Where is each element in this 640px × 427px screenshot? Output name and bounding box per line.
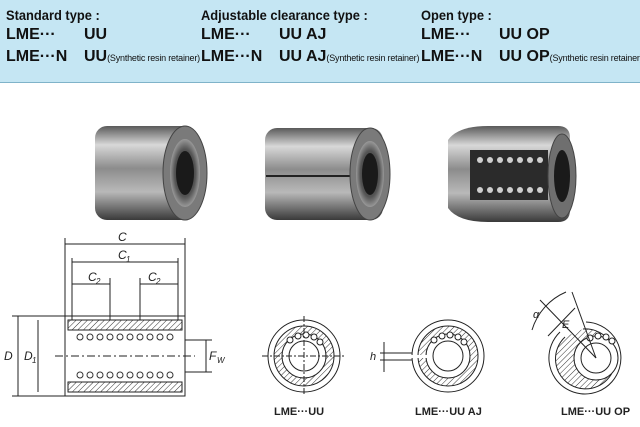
- adjustable-n-model: LME···N: [201, 48, 263, 65]
- open-model: LME···: [421, 26, 471, 43]
- standard-type-title: Standard type :: [6, 7, 100, 23]
- open-n-model: LME···N: [421, 48, 483, 65]
- dim-alpha: α: [533, 309, 540, 321]
- adjustable-n-suffix: UU AJ: [279, 48, 327, 65]
- side-section-drawing: [12, 238, 212, 397]
- dim-d: D: [4, 349, 13, 363]
- adjustable-bearing-photo: [265, 127, 391, 221]
- dim-c1: C: [118, 248, 127, 262]
- adjustable-note: (Synthetic resin retainer): [326, 53, 420, 63]
- dim-c2-left-sub: 2: [95, 277, 101, 286]
- dim-c: C: [118, 230, 127, 244]
- standard-model: LME···: [6, 26, 56, 43]
- adjustable-type-title: Adjustable clearance type :: [201, 7, 368, 23]
- standard-suffix: UU: [84, 26, 108, 43]
- dim-c2-right-sub: 2: [155, 277, 161, 286]
- standard-n-model: LME···N: [6, 48, 68, 65]
- end-view-uu-aj: [380, 319, 485, 393]
- open-row: LME··· UU OP: [421, 24, 640, 46]
- dim-d1: D: [24, 349, 33, 363]
- open-n-row: LME···N UU OP(Synthetic resin retainer): [421, 46, 640, 69]
- dim-e: E: [562, 319, 570, 331]
- dim-fw: F: [209, 349, 217, 363]
- caption-uu-op: LME···UU OP: [561, 406, 631, 418]
- dim-c1-sub: 1: [126, 255, 130, 264]
- end-view-uu-op: [531, 291, 622, 395]
- dim-fw-sub: W: [217, 356, 226, 365]
- open-suffix: UU OP: [499, 26, 550, 43]
- standard-note: (Synthetic resin retainer): [107, 53, 200, 63]
- standard-n-suffix: UU: [84, 48, 108, 65]
- dim-c2-left: C: [88, 270, 97, 284]
- standard-row: LME··· UU: [6, 24, 200, 46]
- open-bearing-photo: [448, 126, 577, 222]
- adjustable-model: LME···: [201, 26, 251, 43]
- standard-n-row: LME···N UU(Synthetic resin retainer): [6, 46, 200, 69]
- dim-d1-sub: 1: [32, 356, 36, 365]
- open-note: (Synthetic resin retainer): [549, 53, 640, 63]
- dim-c2-right: C: [148, 270, 157, 284]
- standard-bearing-photo: [95, 125, 208, 221]
- dim-h: h: [370, 351, 376, 363]
- adjustable-type-column: Adjustable clearance type : LME···UU AJ …: [201, 6, 419, 69]
- open-type-title: Open type :: [421, 7, 492, 23]
- caption-uu-aj: LME···UU AJ: [415, 406, 482, 418]
- end-view-uu: [262, 316, 346, 396]
- adjustable-n-row: LME···N UU AJ(Synthetic resin retainer): [201, 46, 419, 69]
- adjustable-row: LME··· UU AJ: [201, 24, 419, 46]
- caption-uu: LME···UU: [274, 406, 325, 418]
- adjustable-suffix: UU AJ: [279, 26, 327, 43]
- open-n-suffix: UU OP: [499, 48, 550, 65]
